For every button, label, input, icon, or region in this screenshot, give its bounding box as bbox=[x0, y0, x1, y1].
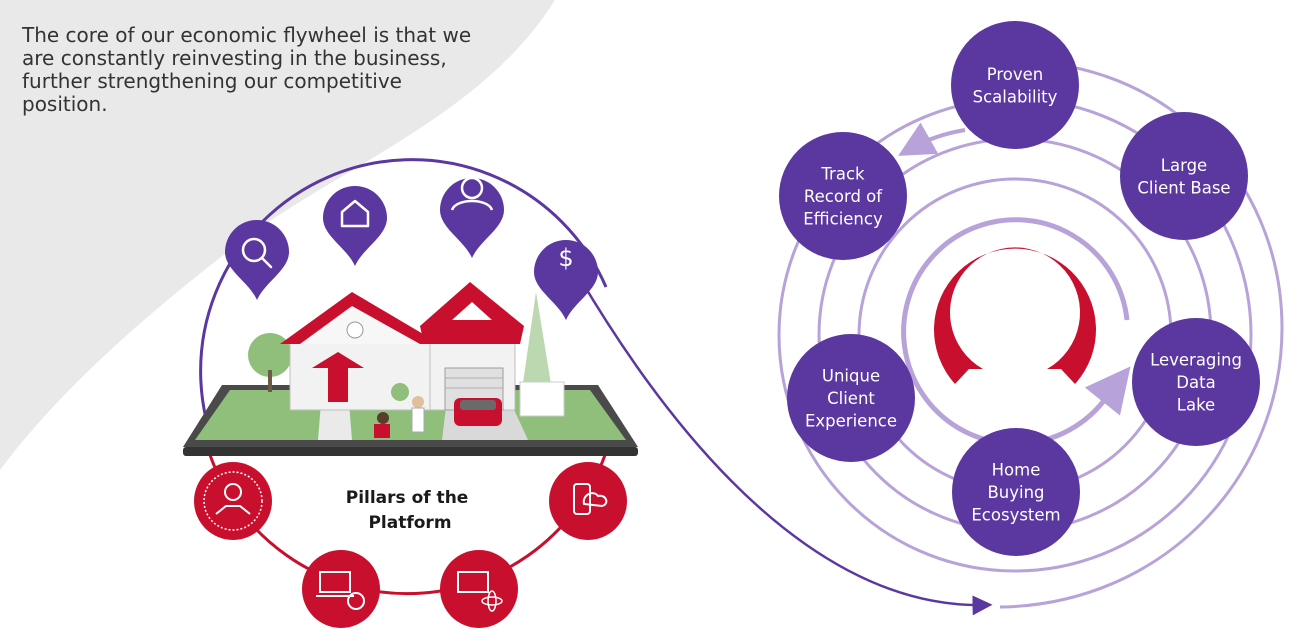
house-illustration bbox=[183, 282, 638, 456]
mobile-cloud-icon bbox=[549, 462, 627, 540]
home-icon bbox=[323, 186, 387, 266]
search-icon bbox=[225, 220, 289, 300]
flywheel-node-circle bbox=[787, 334, 915, 462]
svg-text:$: $ bbox=[558, 244, 573, 272]
flywheel-node-label: Lake bbox=[1177, 396, 1215, 415]
pillars-upper-arc bbox=[199, 158, 608, 456]
flywheel-arrow-inner bbox=[1084, 366, 1131, 416]
flywheel-node-label: Leveraging bbox=[1150, 351, 1242, 370]
analytics-atom-icon bbox=[440, 550, 518, 628]
user-icon bbox=[440, 176, 504, 258]
flywheel-arrow-top bbox=[898, 122, 966, 156]
flywheel-node-label: Unique bbox=[822, 367, 880, 386]
pillars-title: Pillars of the Platform bbox=[346, 488, 475, 533]
flywheel-node-label: Record of bbox=[804, 187, 883, 206]
flywheel-node-label: Large bbox=[1161, 156, 1207, 175]
flywheel-node-label: Experience bbox=[805, 412, 897, 431]
flywheel-node-circle bbox=[779, 132, 907, 260]
laptop-gear-icon bbox=[302, 550, 380, 628]
pillars-title-line-2: Platform bbox=[368, 513, 451, 533]
flywheel-node-circle bbox=[1120, 112, 1248, 240]
flywheel-node-label: Ecosystem bbox=[971, 506, 1060, 525]
flywheel-node-label: Data bbox=[1176, 373, 1215, 392]
flywheel-node-label: Buying bbox=[987, 483, 1044, 502]
flywheel-node-label: Home bbox=[992, 461, 1041, 480]
flywheel-node-label: Scalability bbox=[973, 87, 1058, 106]
pillars-diagram: $ bbox=[183, 158, 993, 628]
dollar-icon: $ bbox=[534, 240, 598, 320]
intro-text: The core of our economic flywheel is tha… bbox=[22, 23, 472, 116]
flywheel-node-label: Client Base bbox=[1137, 178, 1230, 197]
flywheel-node-label: Efficiency bbox=[803, 210, 883, 229]
flywheel-node-circle bbox=[952, 428, 1080, 556]
flywheel-node-label: Client bbox=[827, 389, 875, 408]
flywheel-node-label: Track bbox=[820, 165, 865, 184]
connector-arrow bbox=[576, 274, 993, 616]
rocket-logo-icon bbox=[934, 247, 1096, 384]
pillars-title-line-1: Pillars of the bbox=[346, 488, 469, 508]
flywheel-node-circle bbox=[1132, 318, 1260, 446]
handshake-client-icon bbox=[194, 462, 272, 540]
flywheel-node-label: Proven bbox=[987, 65, 1044, 84]
flywheel-node-circle bbox=[951, 21, 1079, 149]
flywheel-ring-outer bbox=[999, 60, 1284, 609]
